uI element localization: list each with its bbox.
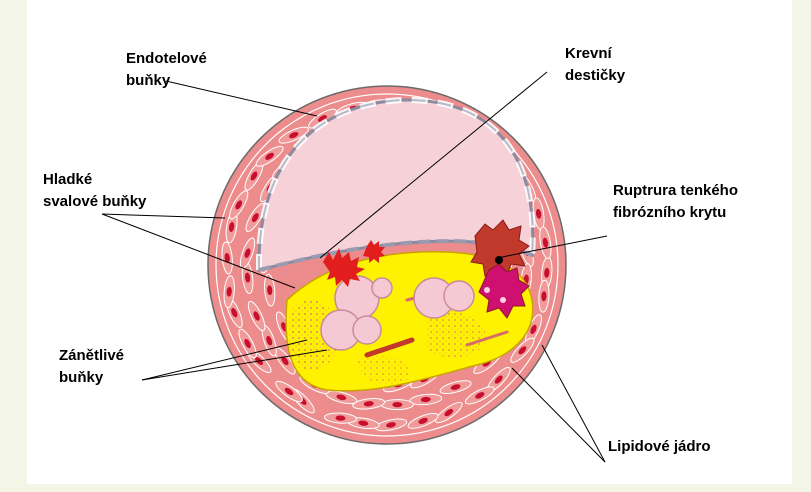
label-fibrous-cap-rupture-line1: Ruptrura tenkého — [613, 180, 738, 202]
label-inflammatory-cells-line1: Zánětlivé — [59, 345, 124, 367]
cell-nucleus — [392, 402, 402, 407]
label-platelets-line1: Krevní — [565, 43, 625, 65]
label-endothelial-cells: Endotelové buňky — [126, 48, 207, 92]
label-endothelial-cells-line2: buňky — [126, 70, 207, 92]
label-platelets: Krevní destičky — [565, 43, 625, 87]
label-lipid-core: Lipidové jádro — [608, 436, 711, 458]
label-smooth-muscle-cells-line1: Hladké — [43, 169, 146, 191]
diagram-panel: Endotelové buňky Krevní destičky Hladké … — [27, 0, 792, 484]
label-fibrous-cap-rupture-line2: fibrózního krytu — [613, 202, 738, 224]
label-platelets-line2: destičky — [565, 65, 625, 87]
label-smooth-muscle-cells: Hladké svalové buňky — [43, 169, 146, 213]
label-smooth-muscle-cells-line2: svalové buňky — [43, 191, 146, 213]
label-fibrous-cap-rupture: Ruptrura tenkého fibrózního krytu — [613, 180, 738, 224]
label-inflammatory-cells-line2: buňky — [59, 367, 124, 389]
label-inflammatory-cells: Zánětlivé buňky — [59, 345, 124, 389]
label-endothelial-cells-line1: Endotelové — [126, 48, 207, 70]
